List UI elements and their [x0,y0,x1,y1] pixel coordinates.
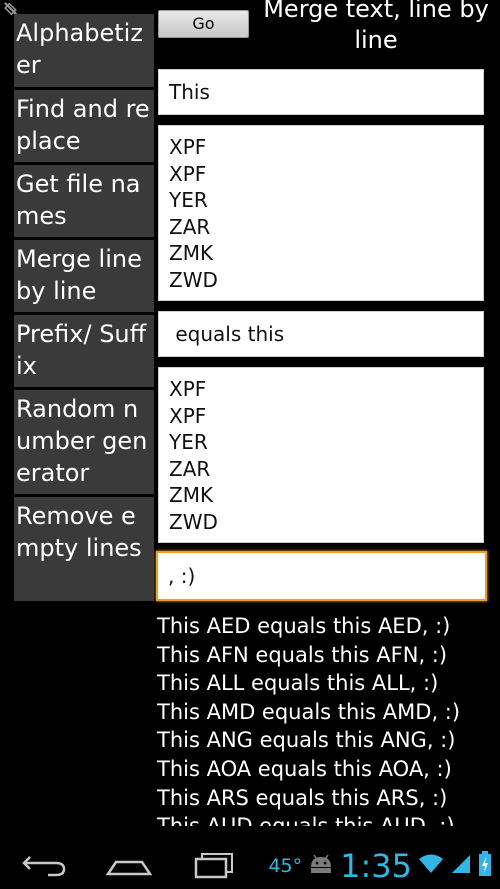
clock-text: 1:35 [340,847,412,885]
list-line: XPF [169,135,207,159]
output-line: This AUD equals this AUD, :) [157,812,497,826]
status-area: 45° 1:35 [268,846,492,886]
list-line: ZMK [169,483,214,507]
list-line: ZAR [169,456,211,481]
second-list-textarea[interactable]: XPF XPF YER ZAR ZMK ZWD [158,367,484,543]
recent-apps-icon[interactable] [190,848,250,880]
list-line: YER [169,188,208,212]
temperature-text: 45° [268,855,303,877]
menu-item-find-replace[interactable]: Find and replace [14,90,154,162]
middle-text-input[interactable]: equals this [158,311,484,357]
suffix-input[interactable]: , :) [156,551,487,601]
wifi-icon [418,853,444,879]
list-line: XPF [169,403,207,428]
system-navigation-bar [0,840,500,889]
output-line: This AMD equals this AMD, :) [157,699,461,724]
list-line: ZWD [169,267,218,292]
menu-item-label: Random number generator [16,395,148,487]
list-line: ZAR [169,214,211,239]
output-line: This ALL equals this ALL, :) [157,671,439,696]
menu-item-label: Remove empty lines [16,502,142,562]
menu-item-random-number-generator[interactable]: Random number generator [14,390,154,494]
home-icon[interactable] [104,848,164,880]
menu-item-merge-line-by-line[interactable]: Merge line by line [14,240,154,312]
output-line: This ANG equals this ANG, :) [157,728,456,753]
list-line: XPF [169,161,207,186]
android-robot-icon [308,853,334,879]
merged-output: This AED equals this AED, :) This AFN eq… [157,612,497,826]
output-line: This AFN equals this AFN, :) [157,642,448,667]
list-line: ZWD [169,509,218,534]
menu-item-alphabetizer[interactable]: Alphabetizer [14,14,154,87]
menu-item-label: Find and replace [16,95,150,155]
list-line: YER [169,430,208,454]
first-list-textarea[interactable]: XPF XPF YER ZAR ZMK ZWD [158,125,484,301]
menu-item-label: Alphabetizer [16,19,143,79]
list-line: ZMK [169,241,214,265]
signal-icon [450,853,472,879]
menu-item-prefix-suffix[interactable]: Prefix/ Suffix [14,315,154,387]
menu-item-label: Get file names [16,170,141,230]
prefix-input[interactable]: This [158,69,484,115]
page-title: Merge text, line by line [263,0,489,54]
output-line: This ARS equals this ARS, :) [157,785,448,810]
list-line: XPF [169,377,207,401]
go-button[interactable]: Go [158,10,249,38]
output-line: This AED equals this AED, :) [157,614,451,638]
back-icon[interactable] [20,848,80,880]
battery-charging-icon [478,851,492,881]
menu-item-get-file-names[interactable]: Get file names [14,165,154,237]
menu-item-label: Prefix/ Suffix [16,320,147,380]
tool-menu: Alphabetizer Find and replace Get file n… [14,14,154,604]
menu-item-remove-empty-lines[interactable]: Remove empty lines [14,497,154,601]
output-line: This AOA equals this AOA, :) [157,756,452,781]
menu-item-label: Merge line by line [16,245,142,305]
